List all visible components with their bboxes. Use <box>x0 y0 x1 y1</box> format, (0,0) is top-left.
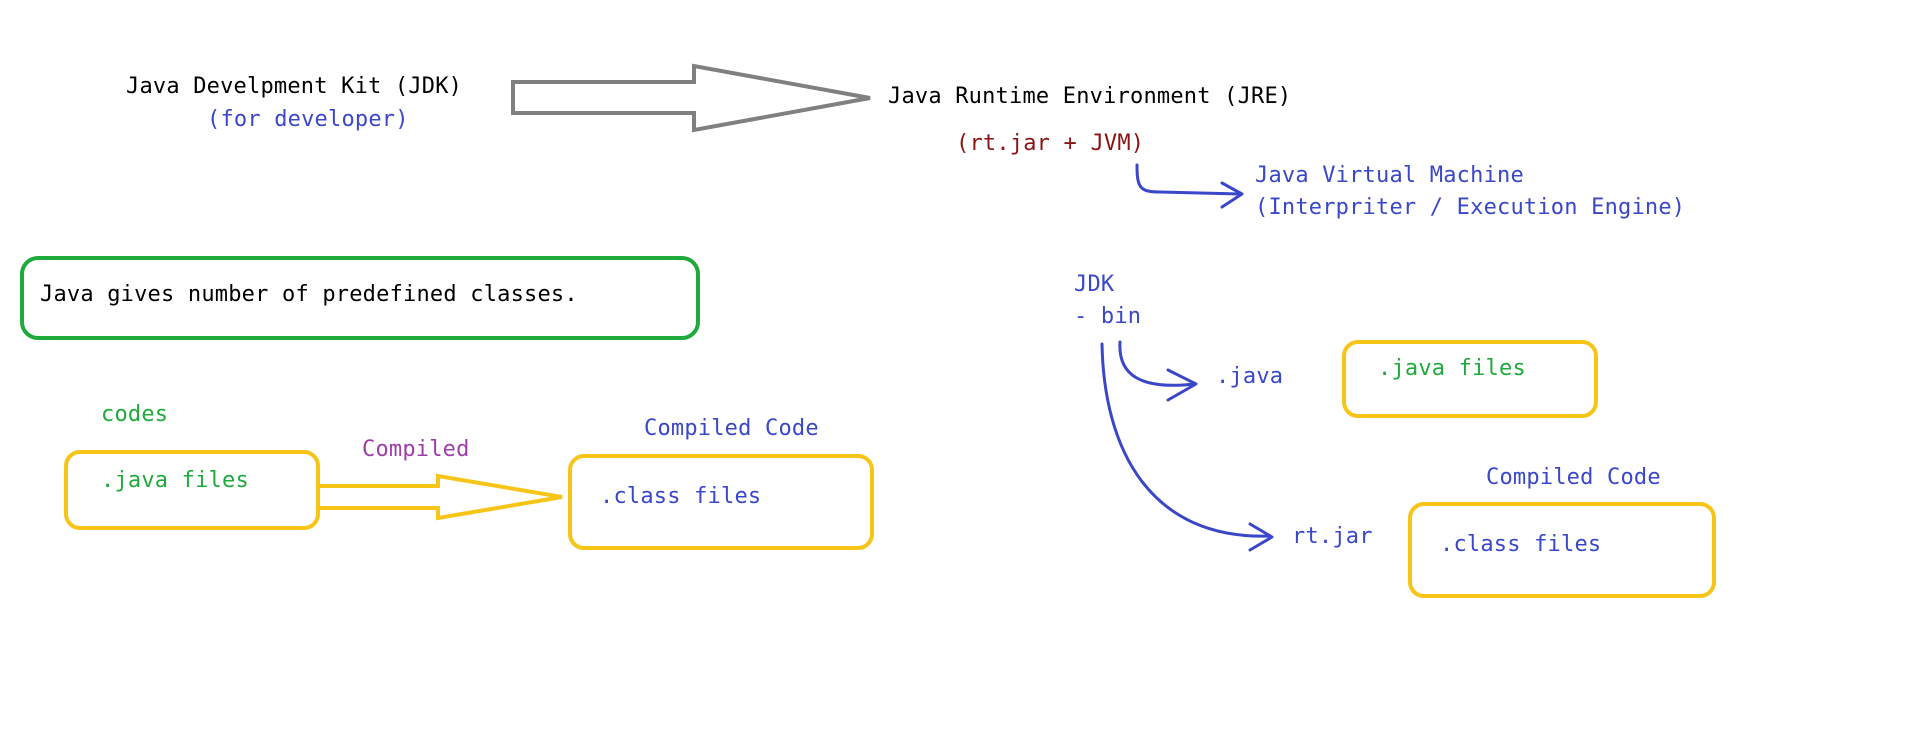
codes-label: codes <box>101 402 169 427</box>
note-text: Java gives number of predefined classes. <box>40 282 578 307</box>
jdk-tree-rtjar: rt.jar <box>1292 524 1373 549</box>
jdk-title: Java Develpment Kit (JDK) <box>126 74 463 99</box>
compiled-arrow <box>318 473 563 521</box>
class-box-right <box>1408 502 1716 598</box>
compiled-code-label-right: Compiled Code <box>1486 465 1661 490</box>
class-box-left-text: .class files <box>600 484 762 509</box>
class-box-left <box>568 454 874 550</box>
compiled-code-label-left: Compiled Code <box>644 416 819 441</box>
compiled-arrow-label: Compiled <box>362 437 470 462</box>
bin-to-rtjar-arrow <box>1100 342 1272 538</box>
source-box-right-text: .java files <box>1378 356 1526 381</box>
note-box <box>20 256 700 340</box>
jdk-tree-bin: - bin <box>1074 304 1142 329</box>
jdk-tree-root: JDK <box>1074 272 1115 297</box>
jvm-pointer-arrowhead <box>1220 181 1244 209</box>
source-box-left-text: .java files <box>101 468 249 493</box>
jdk-to-jre-arrow <box>511 63 871 133</box>
source-box-left <box>64 450 320 530</box>
bin-to-rtjar-arrowhead <box>1248 522 1274 552</box>
jre-title: Java Runtime Environment (JRE) <box>888 84 1292 109</box>
bin-to-java-arrowhead <box>1166 368 1198 402</box>
source-box-right <box>1342 340 1598 418</box>
jvm-title: Java Virtual Machine <box>1255 163 1524 188</box>
jvm-subtitle: (Interpriter / Execution Engine) <box>1255 195 1686 220</box>
jdk-subtitle: (for developer) <box>207 107 409 132</box>
class-box-right-text: .class files <box>1440 532 1602 557</box>
jre-parts: (rt.jar + JVM) <box>956 131 1145 156</box>
bin-to-java-arrow <box>1118 340 1197 387</box>
jvm-pointer-arrow <box>1135 163 1242 196</box>
jdk-tree-java: .java <box>1216 364 1284 389</box>
